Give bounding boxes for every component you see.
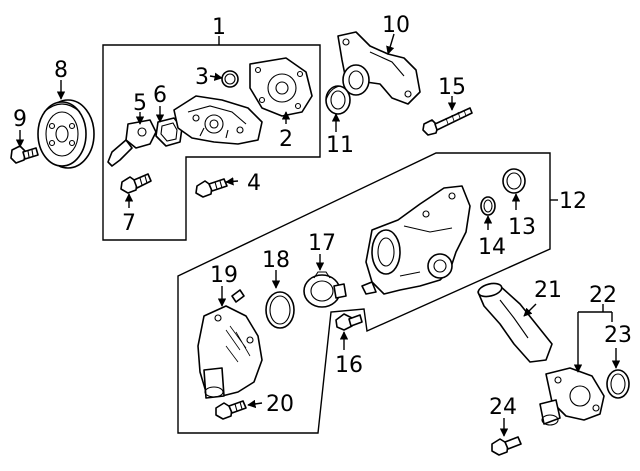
- callout-numbers: 1 2 3 4 5 6 7 8 9 10 11 12 13 14 15 16 1…: [13, 13, 632, 420]
- group-frame-12: [177, 152, 551, 434]
- callout-12: 12: [559, 189, 587, 214]
- o-ring-part-23[interactable]: [606, 369, 630, 399]
- o-ring-part-3[interactable]: [221, 70, 239, 88]
- callout-1: 1: [212, 15, 226, 40]
- callout-8: 8: [54, 58, 68, 83]
- outlet-housing-part-10[interactable]: [337, 31, 421, 105]
- thermostat-housing-part-12[interactable]: [361, 185, 471, 295]
- callout-20: 20: [266, 392, 294, 417]
- callout-24: 24: [489, 395, 517, 420]
- leader-lines: [15, 33, 621, 437]
- bolt-part-20[interactable]: [215, 400, 247, 420]
- bolt-part-9[interactable]: [10, 145, 39, 164]
- callout-19: 19: [210, 263, 238, 288]
- callout-2: 2: [279, 127, 293, 152]
- pump-gasket-part-2[interactable]: [249, 57, 313, 117]
- seal-part-11[interactable]: [325, 85, 351, 115]
- callout-6: 6: [153, 83, 167, 108]
- callout-16: 16: [335, 353, 363, 378]
- hose-part-21[interactable]: [477, 281, 553, 363]
- callout-14: 14: [478, 235, 506, 260]
- bolt-part-16[interactable]: [335, 313, 363, 331]
- callout-21: 21: [534, 278, 562, 303]
- inlet-part-5[interactable]: [107, 119, 157, 167]
- callout-23: 23: [604, 323, 632, 348]
- bolt-part-7[interactable]: [120, 173, 152, 194]
- callout-5: 5: [133, 91, 147, 116]
- dowel-pin[interactable]: [231, 289, 245, 303]
- o-ring-part-14[interactable]: [480, 196, 496, 216]
- group-frame-1: [102, 44, 321, 241]
- outlet-fitting-part-22[interactable]: [539, 367, 605, 426]
- callout-15: 15: [438, 75, 466, 100]
- callout-9: 9: [13, 107, 27, 132]
- callout-3: 3: [195, 65, 209, 90]
- gasket-part-6[interactable]: [155, 117, 183, 147]
- bolt-part-24[interactable]: [491, 436, 522, 456]
- water-pump-body[interactable]: [173, 95, 263, 145]
- coolant-housing-part-19[interactable]: [197, 305, 263, 399]
- callout-11: 11: [326, 133, 354, 158]
- callout-13: 13: [508, 215, 536, 240]
- long-bolt-part-15[interactable]: [422, 107, 473, 136]
- thermostat-part-17[interactable]: [303, 271, 347, 308]
- callout-10: 10: [382, 13, 410, 38]
- bolt-part-4[interactable]: [195, 178, 228, 198]
- callout-7: 7: [122, 211, 136, 236]
- callout-18: 18: [262, 248, 290, 273]
- o-ring-part-18[interactable]: [265, 291, 295, 329]
- callout-17: 17: [308, 231, 336, 256]
- callout-22: 22: [589, 283, 617, 308]
- o-ring-part-13[interactable]: [502, 168, 526, 194]
- callout-4: 4: [247, 171, 261, 196]
- pulley-part-8[interactable]: [37, 99, 95, 169]
